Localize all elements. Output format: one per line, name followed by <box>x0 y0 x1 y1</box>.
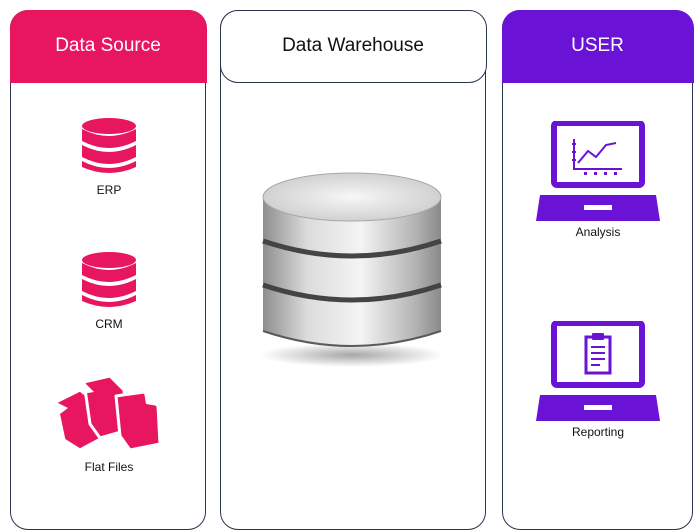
user-header: USER <box>501 9 694 83</box>
user-title: USER <box>571 35 624 56</box>
flat-files-item: Flat Files <box>44 374 174 474</box>
data-source-column: Data Source ERP CRM <box>9 9 207 530</box>
analysis-item: Analysis <box>533 121 663 239</box>
laptop-report-icon <box>536 321 660 421</box>
reporting-label: Reporting <box>571 425 625 439</box>
user-column: USER Analysis <box>501 9 694 530</box>
data-source-title: Data Source <box>55 35 161 56</box>
crm-label: CRM <box>95 317 123 331</box>
erp-item: ERP <box>64 117 154 197</box>
data-warehouse-header: Data Warehouse <box>219 9 487 83</box>
crm-item: CRM <box>64 251 154 331</box>
reporting-item: Reporting <box>533 321 663 439</box>
flat-files-label: Flat Files <box>84 460 134 474</box>
laptop-chart-icon <box>536 121 660 221</box>
erp-label: ERP <box>96 183 122 197</box>
database-icon <box>82 252 136 307</box>
data-warehouse-title: Data Warehouse <box>282 35 424 56</box>
warehouse-database-icon <box>260 172 444 367</box>
files-icon <box>54 374 162 452</box>
database-icon <box>82 118 136 173</box>
analysis-label: Analysis <box>575 225 621 239</box>
data-source-header: Data Source <box>9 9 207 83</box>
data-warehouse-column: Data Warehouse <box>219 9 487 530</box>
